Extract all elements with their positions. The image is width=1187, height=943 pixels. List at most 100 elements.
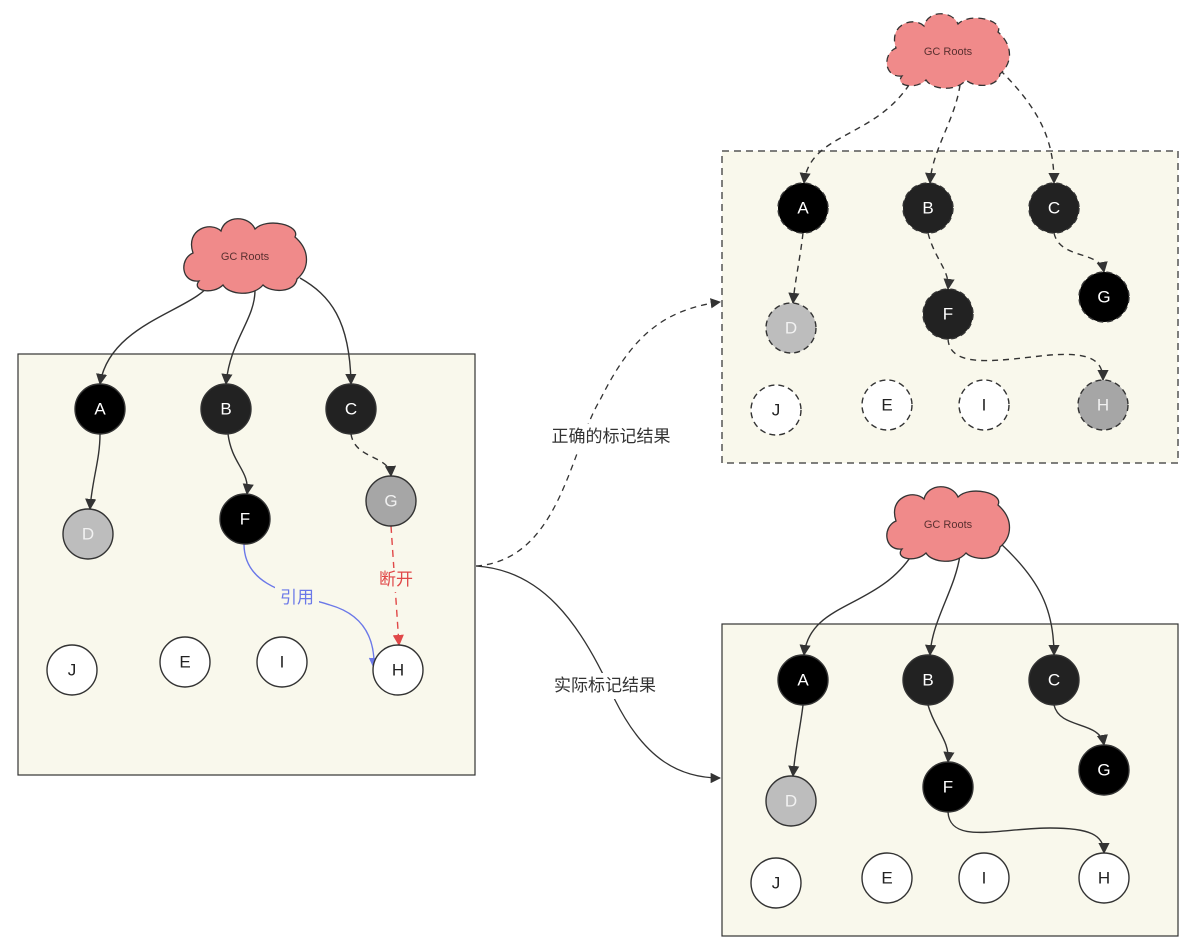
node-f-circle bbox=[922, 761, 974, 813]
gc-roots-cloud: GC Roots bbox=[886, 486, 1011, 562]
caption-actual: 实际标记结果 bbox=[554, 676, 656, 696]
node-c-label: C bbox=[345, 400, 357, 419]
node-i-label: I bbox=[982, 396, 987, 415]
node-g: G bbox=[1078, 271, 1130, 323]
node-g-circle bbox=[365, 475, 417, 527]
node-c-circle bbox=[1028, 654, 1080, 706]
node-g-circle bbox=[1078, 744, 1130, 796]
edge-b-to-f bbox=[927, 232, 955, 291]
edge-f-to-h bbox=[947, 811, 1110, 855]
node-i-label: I bbox=[280, 653, 285, 672]
node-h-label: H bbox=[1097, 396, 1109, 415]
edge-c-to-g bbox=[1053, 232, 1108, 274]
node-i-label: I bbox=[982, 869, 987, 888]
node-j: J bbox=[750, 384, 802, 436]
node-c-label: C bbox=[1048, 199, 1060, 218]
node-a: A bbox=[777, 182, 829, 234]
edge-c-to-g bbox=[1053, 704, 1108, 747]
node-e-label: E bbox=[881, 869, 892, 888]
node-b: B bbox=[902, 654, 954, 706]
node-d-circle bbox=[765, 302, 817, 354]
node-i: I bbox=[256, 636, 308, 688]
edge-b-to-f bbox=[227, 433, 254, 496]
node-j: J bbox=[750, 857, 802, 909]
edge-root-to-b bbox=[925, 84, 961, 185]
node-h-label: H bbox=[392, 661, 404, 680]
edge-root-to-c bbox=[299, 277, 357, 386]
edge-root-to-c bbox=[999, 69, 1060, 185]
gc-roots-label: GC Roots bbox=[221, 251, 270, 263]
node-c: C bbox=[325, 383, 377, 435]
node-h-circle bbox=[1078, 852, 1130, 904]
node-e-circle bbox=[861, 852, 913, 904]
transition-to-actual bbox=[475, 565, 722, 784]
node-f-label: F bbox=[240, 510, 250, 529]
edge-label-disconnect: 断开 bbox=[379, 570, 413, 590]
node-g-circle bbox=[1078, 271, 1130, 323]
node-b-label: B bbox=[220, 400, 231, 419]
node-c-circle bbox=[1028, 182, 1080, 234]
node-c: C bbox=[1028, 182, 1080, 234]
node-b: B bbox=[200, 383, 252, 435]
node-a-circle bbox=[777, 654, 829, 706]
node-i-circle bbox=[958, 379, 1010, 431]
node-d: D bbox=[62, 508, 114, 560]
node-h-circle bbox=[372, 644, 424, 696]
edge-label-reference: 引用 bbox=[280, 588, 314, 608]
node-e: E bbox=[159, 636, 211, 688]
node-g-label: G bbox=[1097, 288, 1110, 307]
node-j-label: J bbox=[772, 874, 781, 893]
node-a-label: A bbox=[94, 400, 106, 419]
node-d: D bbox=[765, 775, 817, 827]
node-f-circle bbox=[922, 288, 974, 340]
caption-correct: 正确的标记结果 bbox=[552, 427, 671, 447]
node-b: B bbox=[902, 182, 954, 234]
node-d-circle bbox=[765, 775, 817, 827]
node-i: I bbox=[958, 379, 1010, 431]
edge-c-to-g bbox=[350, 433, 397, 478]
node-a: A bbox=[74, 383, 126, 435]
node-h-circle bbox=[1077, 379, 1129, 431]
edge-b-to-f bbox=[927, 704, 955, 764]
node-c-label: C bbox=[1048, 671, 1060, 690]
node-g-label: G bbox=[1097, 761, 1110, 780]
node-j-label: J bbox=[772, 401, 781, 420]
node-a-label: A bbox=[797, 199, 809, 218]
node-e: E bbox=[861, 379, 913, 431]
edge-root-to-a bbox=[799, 74, 916, 185]
node-d-label: D bbox=[785, 319, 797, 338]
node-d-label: D bbox=[82, 525, 94, 544]
node-e-label: E bbox=[179, 653, 190, 672]
node-d-circle bbox=[62, 508, 114, 560]
gc-roots-label: GC Roots bbox=[924, 519, 973, 531]
edge-g-to-h bbox=[390, 525, 404, 647]
node-g-label: G bbox=[384, 492, 397, 511]
edge-root-to-b bbox=[221, 289, 256, 386]
node-f: F bbox=[922, 288, 974, 340]
gc-roots-cloud: GC Roots bbox=[886, 13, 1011, 89]
edge-a-to-d bbox=[788, 232, 804, 305]
node-g: G bbox=[365, 475, 417, 527]
node-f-label: F bbox=[943, 778, 953, 797]
node-f: F bbox=[922, 761, 974, 813]
node-g: G bbox=[1078, 744, 1130, 796]
node-b-circle bbox=[200, 383, 252, 435]
node-h-label: H bbox=[1098, 869, 1110, 888]
node-a-label: A bbox=[797, 671, 809, 690]
node-i-circle bbox=[958, 852, 1010, 904]
node-j-circle bbox=[750, 384, 802, 436]
node-f-circle bbox=[219, 493, 271, 545]
node-a-circle bbox=[74, 383, 126, 435]
edge-root-to-a bbox=[799, 549, 916, 657]
node-b-label: B bbox=[922, 671, 933, 690]
node-h: H bbox=[372, 644, 424, 696]
edge-root-to-c bbox=[999, 542, 1060, 657]
edge-a-to-d bbox=[85, 433, 101, 511]
gc-roots-label: GC Roots bbox=[924, 46, 973, 58]
edge-f-to-h bbox=[243, 543, 380, 670]
edge-root-to-b bbox=[924, 554, 961, 657]
node-e-circle bbox=[861, 379, 913, 431]
